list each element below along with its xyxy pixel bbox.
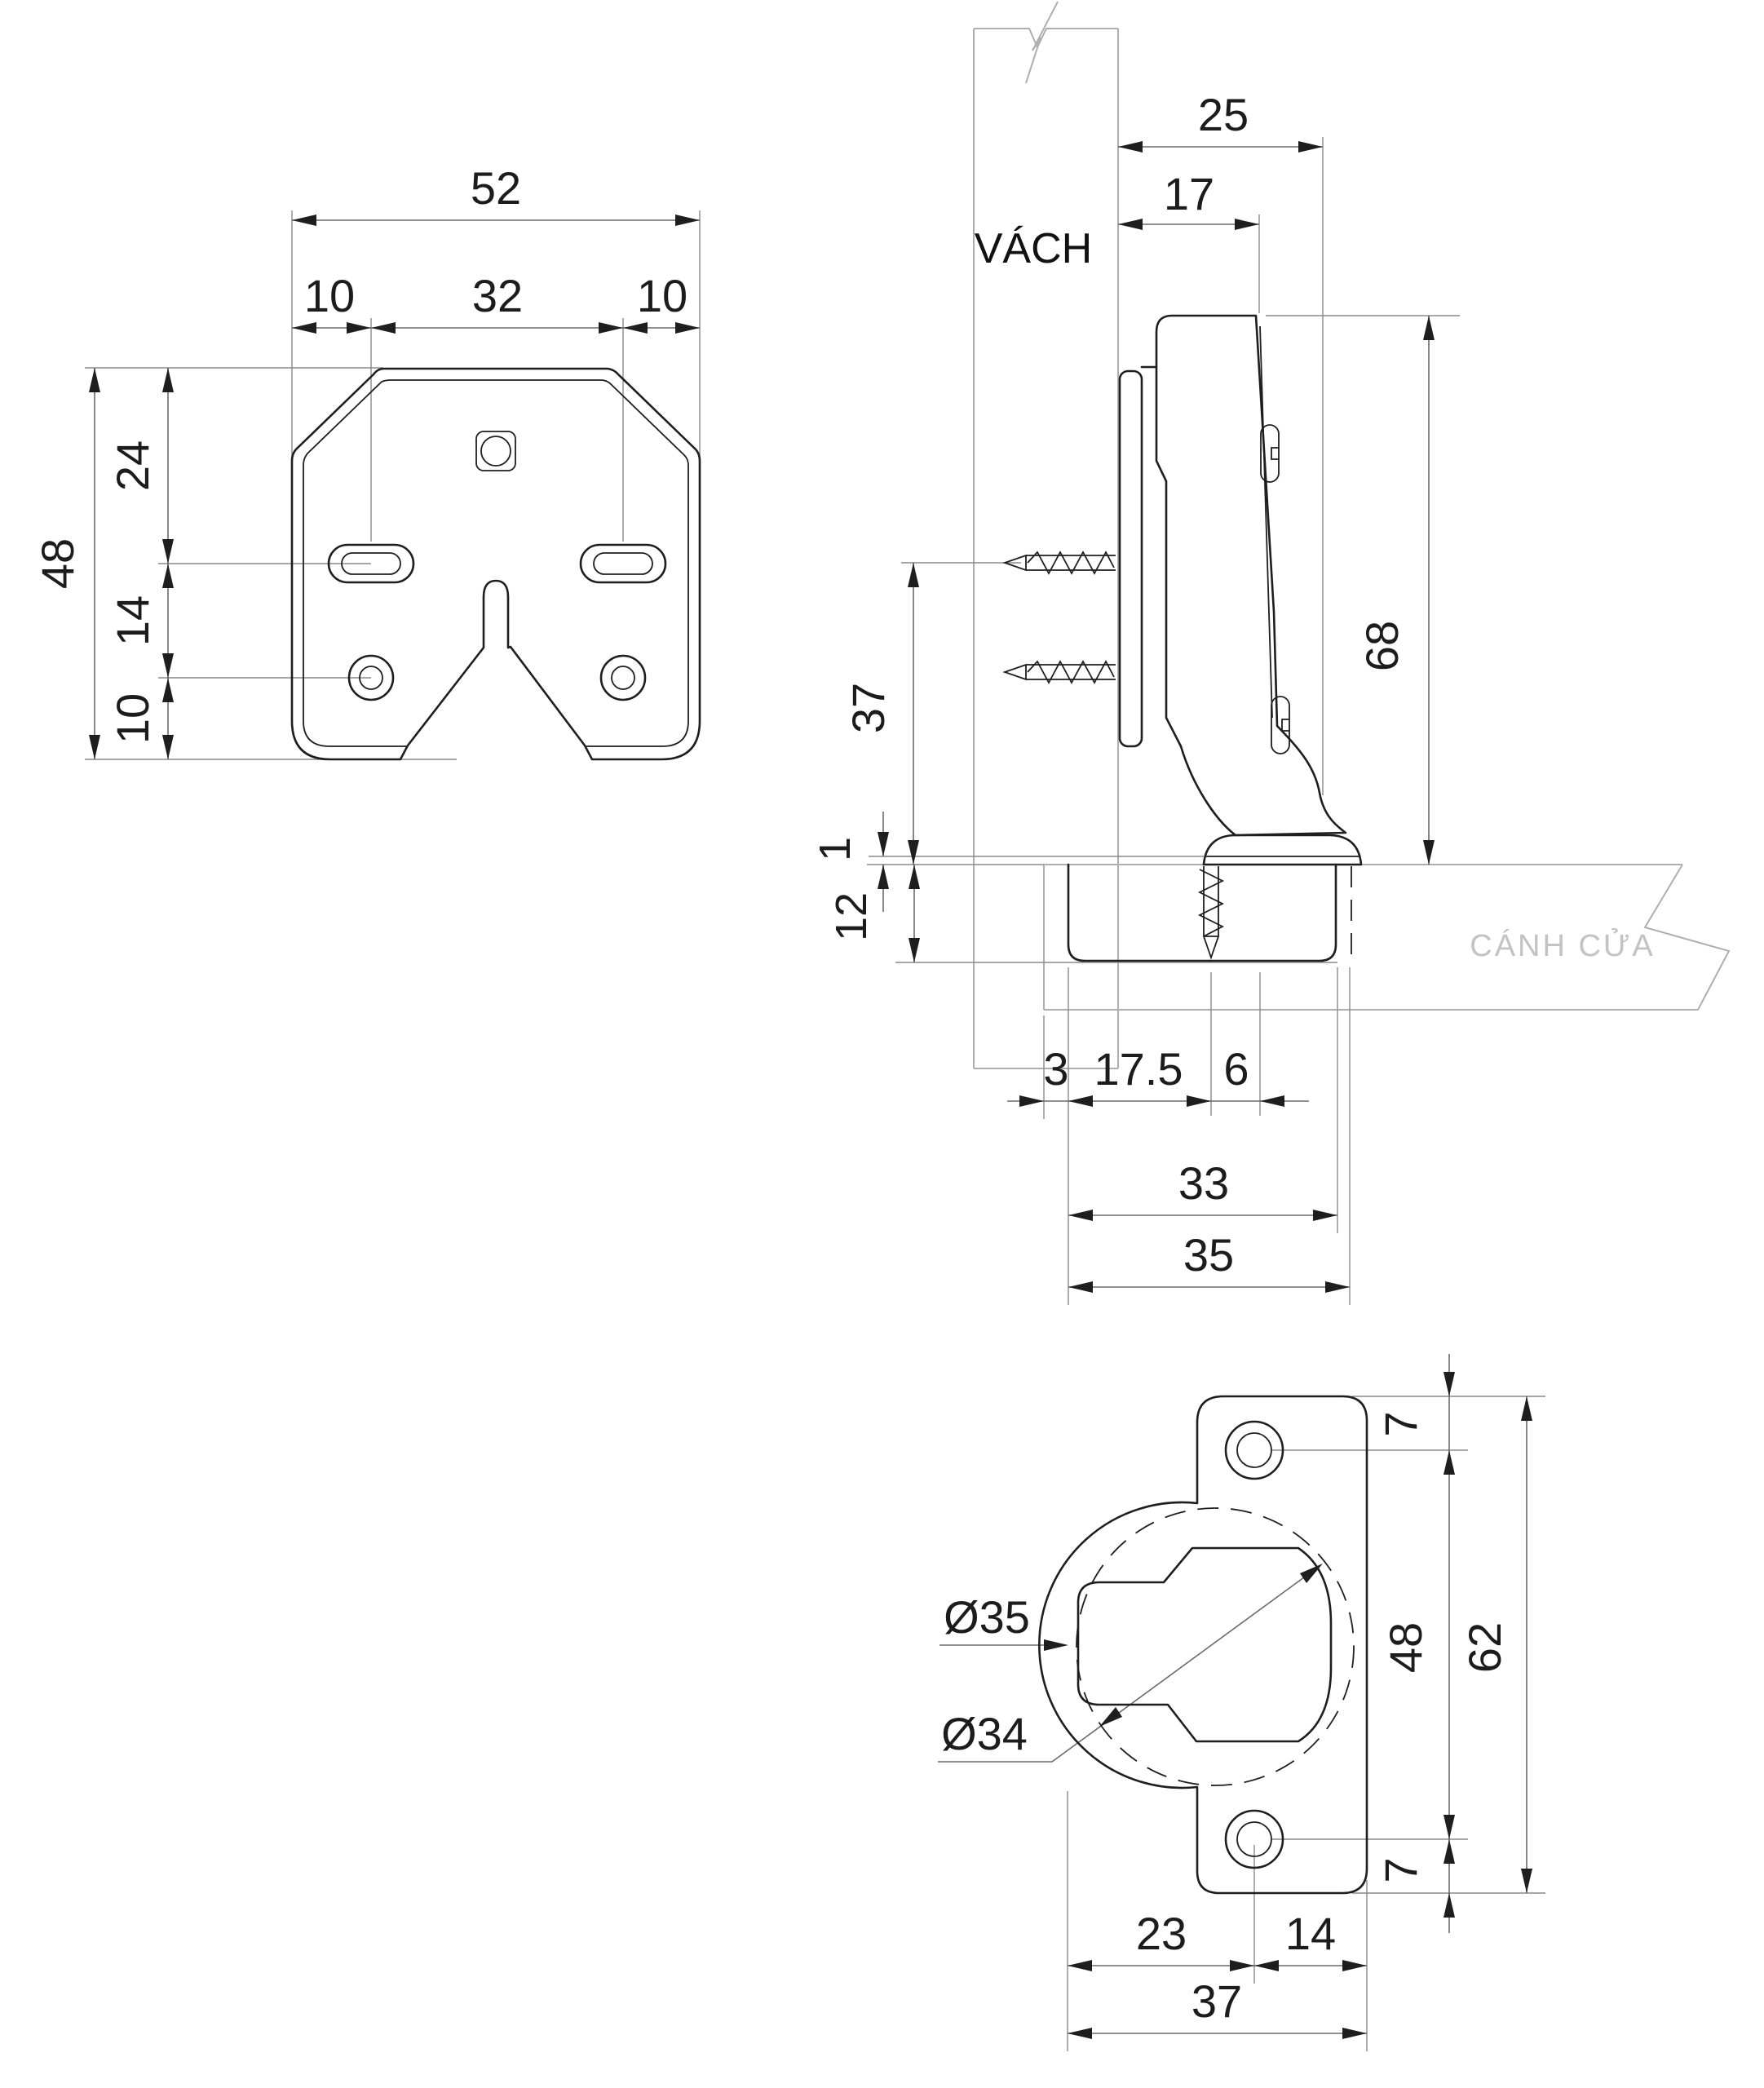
screw-lower-icon xyxy=(1002,660,1116,684)
front-view-extension-lines xyxy=(85,210,701,760)
square-hole xyxy=(475,431,516,471)
left-hole-inner xyxy=(359,666,383,690)
cup-body-dashed-circle xyxy=(1076,1507,1355,1786)
dim-12: 12 xyxy=(827,892,876,941)
left-hole-outer xyxy=(347,654,395,701)
dim-62: 62 xyxy=(1459,1622,1510,1673)
cup-screw-icon xyxy=(1197,866,1225,960)
front-view-dimension-lines xyxy=(94,219,700,759)
wall-label: VÁCH xyxy=(975,225,1092,272)
dim-25: 25 xyxy=(1198,89,1249,140)
dim-68: 68 xyxy=(1356,621,1408,671)
door-break-icon xyxy=(1643,864,1731,1011)
right-slot-inner xyxy=(593,552,653,575)
dim-48-holes: 48 xyxy=(1380,1622,1431,1673)
dim-48: 48 xyxy=(32,538,83,589)
dim-7-top: 7 xyxy=(1375,1411,1426,1436)
dia-34-label: Ø34 xyxy=(941,1708,1028,1759)
wall-plate-bar xyxy=(1118,369,1143,748)
hinge-cup-section xyxy=(1067,834,1363,962)
side-view-extension-lines xyxy=(867,137,1460,1305)
hinge-arm xyxy=(1118,314,1347,837)
adjustment-slot-upper xyxy=(1260,424,1280,483)
top-screw-hole-inner xyxy=(1236,1432,1272,1468)
dim-6: 6 xyxy=(1223,1043,1249,1095)
dim-32: 32 xyxy=(472,270,523,321)
dim-17-5: 17.5 xyxy=(1094,1043,1183,1095)
right-hole-outer xyxy=(599,654,647,701)
dim-14: 14 xyxy=(107,595,158,646)
plate-inner-contour xyxy=(303,379,689,747)
bottom-screw-hole-inner xyxy=(1236,1821,1272,1857)
dim-10-right: 10 xyxy=(637,270,687,321)
left-slot-outer xyxy=(327,543,415,584)
screw-upper-icon xyxy=(1002,551,1116,575)
wall-break-icon xyxy=(1025,1,1059,84)
dim-1: 1 xyxy=(811,837,860,861)
bottom-screw-hole-outer xyxy=(1224,1809,1284,1869)
plate-outer-outline xyxy=(290,367,701,761)
dim-37-width: 37 xyxy=(1191,1975,1242,2027)
cup-body-section xyxy=(1067,863,1337,962)
front-view-arrows xyxy=(89,215,700,759)
dim-17: 17 xyxy=(1164,168,1214,219)
square-hole-circle xyxy=(480,436,511,467)
side-view-dimension-lines xyxy=(882,146,1430,1288)
dim-35: 35 xyxy=(1183,1229,1234,1281)
right-slot-outer xyxy=(579,543,667,584)
left-slot-inner xyxy=(341,552,401,575)
front-view: 52 10 32 10 48 24 14 10 xyxy=(32,162,701,761)
top-screw-hole-outer xyxy=(1224,1420,1284,1480)
right-hole-inner xyxy=(611,666,635,690)
door-panel xyxy=(1043,864,1731,1011)
adjustment-slot-lower xyxy=(1271,696,1290,754)
dim-33: 33 xyxy=(1178,1157,1229,1209)
hinge-arm-outline xyxy=(1140,314,1347,837)
hinge-arm-inner-line xyxy=(1259,325,1273,719)
bottom-view-dimension-lines xyxy=(938,1354,1527,2034)
dia-35-label: Ø35 xyxy=(944,1591,1030,1643)
cup-flange-dome xyxy=(1202,834,1363,866)
dim-10-left: 10 xyxy=(304,270,355,321)
dim-10-bottom: 10 xyxy=(107,693,158,744)
flange-plate-outline xyxy=(1038,1395,1368,1895)
wall-panel xyxy=(973,1,1119,1069)
dim-14-right: 14 xyxy=(1285,1908,1336,1959)
side-view-arrows xyxy=(878,141,1435,1293)
cup-cavity-outline xyxy=(1077,1546,1333,1743)
dim-52: 52 xyxy=(471,162,521,214)
bottom-view: 7 48 62 7 Ø35 Ø34 23 14 37 xyxy=(938,1354,1545,2051)
side-view: VÁCH CÁNH CỬA 25 17 68 37 1 12 3 17.5 6 … xyxy=(811,1,1731,1305)
dim-37: 37 xyxy=(842,683,894,733)
dim-24: 24 xyxy=(107,440,158,491)
door-label: CÁNH CỬA xyxy=(1470,927,1655,963)
dim-23: 23 xyxy=(1136,1908,1187,1959)
wall-screws xyxy=(1002,551,1116,684)
dim-3: 3 xyxy=(1043,1043,1068,1095)
dim-7-bottom: 7 xyxy=(1375,1857,1426,1882)
